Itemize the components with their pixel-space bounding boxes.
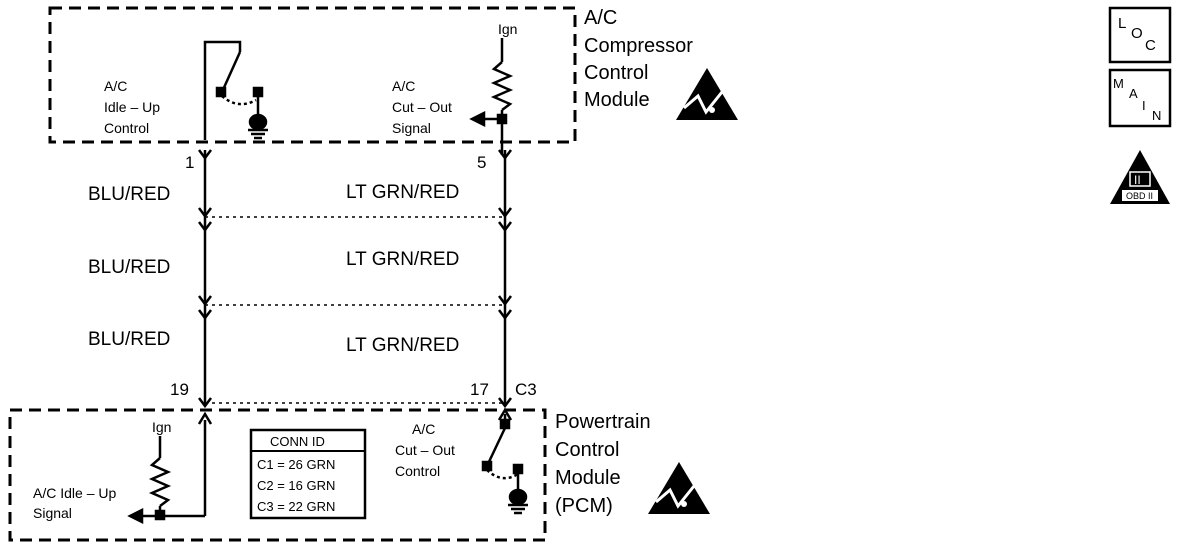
esd-sensitive-icon (648, 462, 710, 514)
left-wire-color-2: BLU/RED (88, 257, 170, 278)
right-wire-color-3: LT GRN/RED (346, 335, 459, 356)
top-ign-label: Ign (498, 21, 517, 37)
esd-sensitive-icon (676, 68, 738, 120)
obd-ii-icon: II OBD II (1110, 150, 1170, 204)
svg-text:I: I (1142, 98, 1146, 113)
pcm-name-3: Module (555, 467, 621, 489)
idle-up-control-label-3: Control (104, 120, 149, 136)
ac-compressor-module-name-3: Control (584, 62, 648, 84)
svg-text:II: II (1134, 173, 1141, 187)
cut-out-control-label-3: Control (395, 463, 440, 479)
svg-text:M: M (1113, 76, 1124, 91)
cut-out-signal-label-1: A/C (392, 78, 415, 94)
ac-compressor-module-boundary (48, 6, 577, 144)
conn-id-row-c3: C3 = 22 GRN (257, 499, 335, 514)
idle-up-control-label-1: A/C (104, 78, 127, 94)
pin-1-label: 1 (185, 153, 194, 172)
pin-19-label: 19 (170, 380, 189, 399)
connector-c3-label: C3 (515, 380, 537, 399)
left-wire-color-1: BLU/RED (88, 184, 170, 205)
idle-up-signal-label-2: Signal (33, 505, 72, 521)
conn-id-table: CONN ID C1 = 26 GRN C2 = 16 GRN C3 = 22 … (249, 428, 367, 520)
cut-out-control-label-1: A/C (412, 421, 435, 437)
right-wire-color-1: LT GRN/RED (346, 182, 459, 203)
cut-out-control-switch (481, 407, 528, 515)
svg-text:N: N (1152, 108, 1161, 123)
conn-id-row-c1: C1 = 26 GRN (257, 457, 335, 472)
left-wire-color-3: BLU/RED (88, 329, 170, 350)
svg-text:L: L (1118, 15, 1126, 32)
conn-id-title: CONN ID (270, 434, 325, 449)
circuit-wires (198, 149, 512, 409)
idle-up-control-label-2: Idle – Up (104, 99, 160, 115)
pin-5-label: 5 (477, 153, 486, 172)
idle-up-signal-resistor (127, 411, 213, 525)
pin-17-label: 17 (470, 380, 489, 399)
cut-out-control-label-2: Cut – Out (395, 442, 455, 458)
idle-up-control-switch (203, 40, 268, 140)
svg-text:OBD II: OBD II (1126, 191, 1153, 201)
pcm-name-4: (PCM) (555, 495, 613, 517)
cut-out-signal-label-3: Signal (392, 120, 431, 136)
loc-icon: L O C (1108, 6, 1172, 64)
splice-dotted-lines (205, 216, 505, 404)
svg-text:A: A (1129, 86, 1138, 101)
right-wire-color-2: LT GRN/RED (346, 249, 459, 270)
main-icon: M A I N (1108, 68, 1172, 128)
pcm-name-2: Control (555, 439, 619, 461)
cut-out-signal-resistor (469, 38, 514, 155)
pcm-ign-label: Ign (152, 419, 171, 435)
idle-up-signal-label-1: A/C Idle – Up (33, 485, 116, 501)
ac-compressor-module-name-2: Compressor (584, 35, 693, 57)
svg-text:C: C (1145, 37, 1156, 54)
conn-id-row-c2: C2 = 16 GRN (257, 478, 335, 493)
ac-compressor-module-name-1: A/C (584, 7, 617, 29)
ac-compressor-module-name-4: Module (584, 89, 650, 111)
pcm-name-1: Powertrain (555, 411, 651, 433)
pcm-boundary (8, 408, 547, 542)
svg-text:O: O (1131, 25, 1143, 42)
cut-out-signal-label-2: Cut – Out (392, 99, 452, 115)
